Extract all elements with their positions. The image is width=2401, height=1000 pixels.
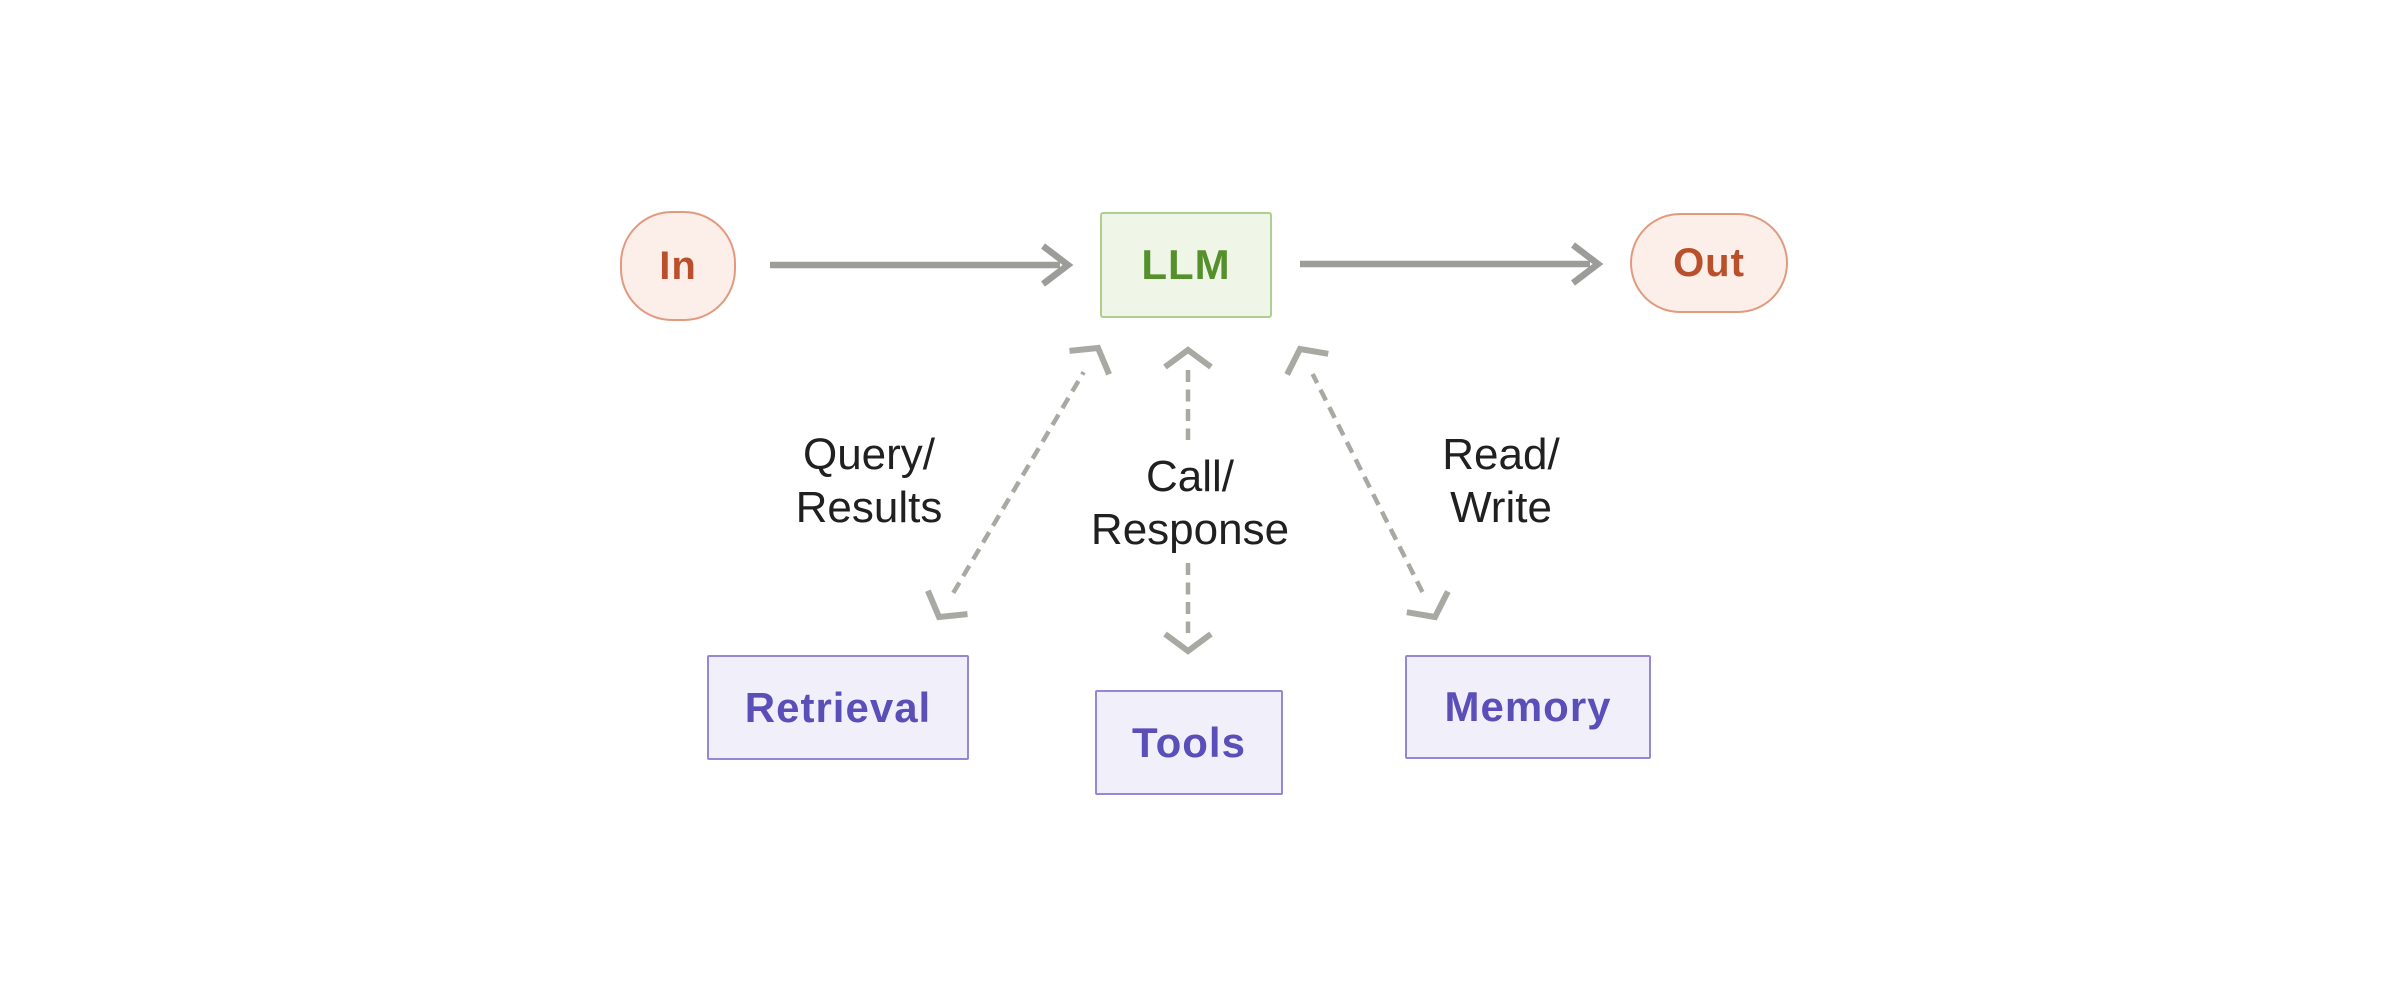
node-tools-label: Tools <box>1132 718 1246 766</box>
edge-label-call-line1: Call/ <box>1145 452 1235 501</box>
arrow-llm-to-out <box>1300 242 1604 286</box>
node-tools: Tools <box>1095 690 1283 795</box>
edge-label-query-results: Query/ Results <box>719 428 1019 534</box>
arrow-llm-memory-dashed <box>1284 345 1451 621</box>
edge-label-call-line2: Response <box>1090 505 1290 554</box>
node-in-label: In <box>659 243 697 288</box>
edge-label-read-line1: Read/ <box>1442 430 1560 479</box>
arrow-in-to-llm <box>770 243 1074 287</box>
node-llm-label: LLM <box>1141 241 1231 288</box>
node-memory: Memory <box>1405 655 1651 759</box>
edge-label-query-line2: Results <box>795 483 943 532</box>
node-retrieval: Retrieval <box>707 655 969 760</box>
node-memory-label: Memory <box>1444 683 1612 730</box>
node-in: In <box>620 211 736 321</box>
edge-label-read-line2: Write <box>1450 483 1552 532</box>
node-out-label: Out <box>1673 240 1745 285</box>
arrow-llm-retrieval-dashed <box>925 344 1112 621</box>
node-retrieval-label: Retrieval <box>744 683 932 731</box>
edge-label-call-response: Call/ Response <box>1040 450 1340 556</box>
edge-label-query-line1: Query/ <box>802 430 936 479</box>
edge-label-read-write: Read/ Write <box>1351 428 1651 534</box>
arrow-llm-tools-dashed <box>1163 346 1213 655</box>
node-llm: LLM <box>1100 212 1272 318</box>
node-out: Out <box>1630 213 1788 313</box>
